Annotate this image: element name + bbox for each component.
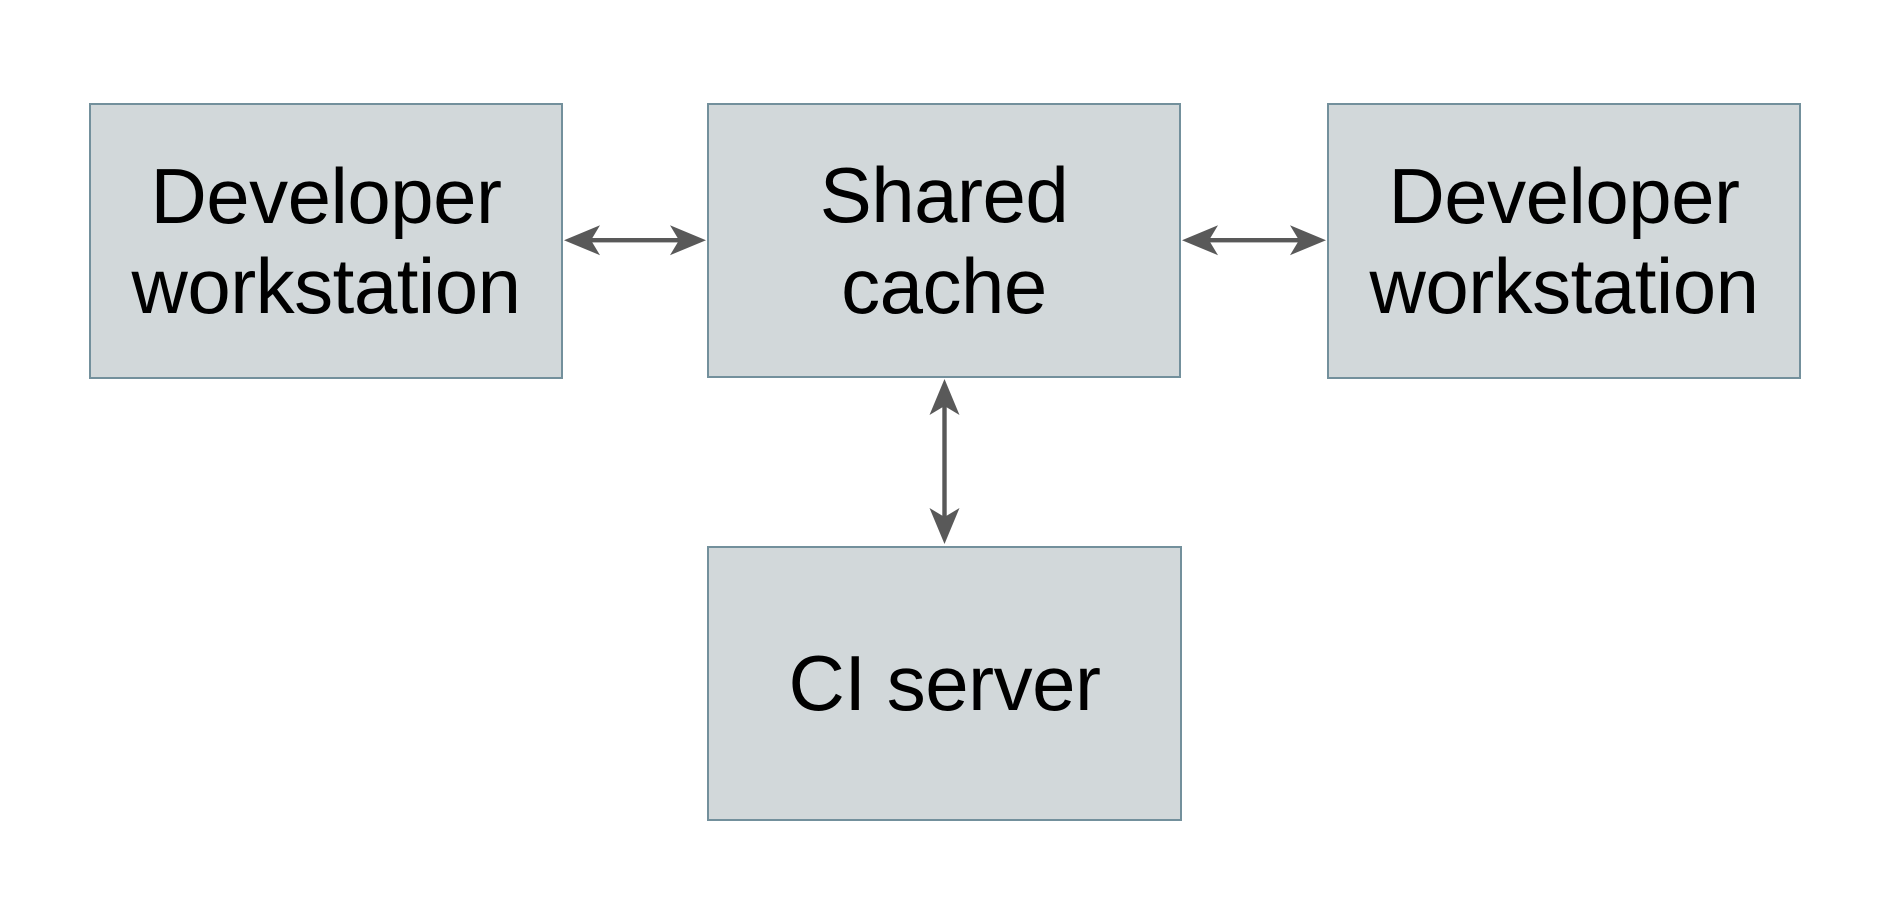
node-label: CI server (788, 639, 1101, 728)
node-developer-workstation-left: Developer workstation (89, 103, 563, 379)
node-label: Developer workstation (1369, 151, 1760, 330)
double-arrow-cache-right-icon (1182, 225, 1326, 256)
node-ci-server: CI server (707, 546, 1182, 821)
node-shared-cache: Shared cache (707, 103, 1181, 378)
node-developer-workstation-right: Developer workstation (1327, 103, 1801, 379)
double-arrow-cache-ci-icon (929, 379, 960, 544)
node-label: Developer workstation (131, 151, 522, 330)
node-label: Shared cache (819, 151, 1069, 330)
double-arrow-left-cache-icon (564, 225, 706, 256)
